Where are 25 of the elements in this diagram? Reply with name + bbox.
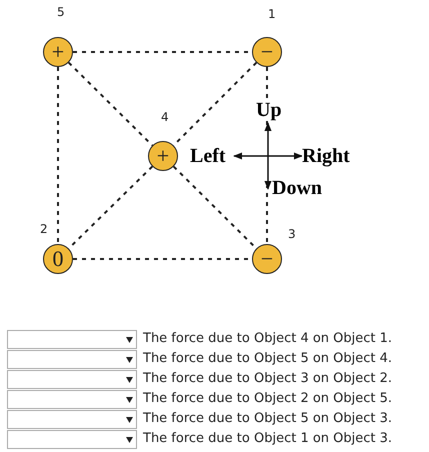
charged-object [148, 141, 178, 171]
charged-object [43, 244, 73, 274]
direction-label: Right [302, 146, 350, 166]
question-text: The force due to Object 3 on Object 2. [143, 370, 392, 388]
dashed-line [57, 67, 59, 244]
charge-sign: + [156, 145, 170, 167]
object-number: 5 [57, 5, 65, 19]
charged-object [252, 244, 282, 274]
charge-sign: − [260, 41, 274, 63]
question-text: The force due to Object 4 on Object 1. [143, 330, 392, 348]
charged-object [252, 37, 282, 67]
question-text: The force due to Object 1 on Object 3. [143, 430, 392, 448]
question-text: The force due to Object 5 on Object 3. [143, 410, 392, 428]
dashed-line [68, 62, 154, 146]
charge-sign: + [52, 41, 64, 63]
charge-sign: − [260, 248, 274, 270]
direction-label: Up [256, 100, 282, 120]
charge-sign: 0 [52, 248, 64, 270]
object-number: 4 [161, 110, 169, 124]
question-text: The force due to Object 2 on Object 5. [143, 390, 392, 408]
object-number: 3 [288, 227, 296, 241]
question-text: The force due to Object 5 on Object 4. [143, 350, 392, 368]
object-number: 1 [268, 7, 276, 21]
object-number: 2 [40, 222, 48, 236]
charged-object [43, 37, 73, 67]
